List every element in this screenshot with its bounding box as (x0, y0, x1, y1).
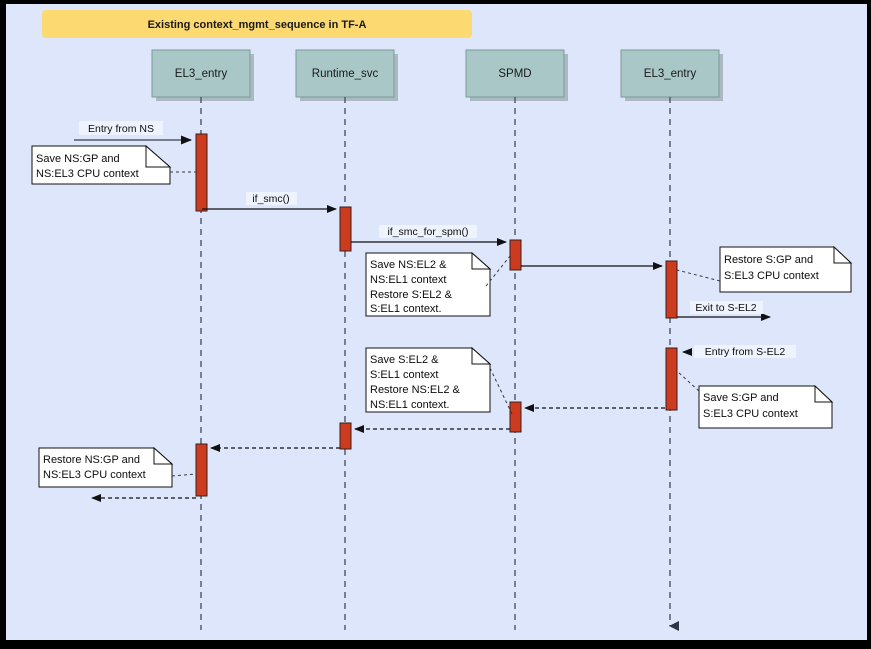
note-line: NS:EL1 context. (370, 399, 450, 411)
activation-el3-right-2 (665, 347, 678, 411)
note-line: Save NS:GP and (36, 153, 120, 165)
note-save-ns-gp: Save NS:GP and NS:EL3 CPU context (31, 144, 196, 185)
message-exit-to-s-el2: Exit to S-EL2 (677, 301, 771, 321)
sequence-diagram-svg: Existing context_mgmt_sequence in TF-A E… (31, 10, 853, 631)
note-fold (833, 245, 853, 264)
note-line: Save NS:EL2 & (370, 259, 447, 271)
note-line: Restore NS:GP and (43, 454, 140, 466)
activation-el3-left-2 (195, 443, 208, 497)
note-anchor-link (489, 367, 513, 415)
message-label: if_smc_for_spm() (387, 226, 468, 238)
note-shape (365, 252, 491, 317)
note-fold (471, 251, 492, 270)
note-restore-ns-gp: Restore NS:GP and NS:EL3 CPU context (38, 446, 197, 488)
note-save-s-el2: Save S:EL2 & S:EL1 context Restore NS:EL… (365, 346, 513, 415)
note-anchor-link (676, 269, 721, 282)
note-line: NS:EL1 context (370, 274, 446, 286)
note-fold (145, 144, 172, 168)
activation-runtime-svc-1 (339, 206, 352, 252)
participant-el3-entry-left[interactable]: EL3_entry (151, 49, 254, 101)
note-line: NS:EL3 CPU context (43, 469, 146, 481)
note-fold (471, 346, 492, 365)
note-save-ns-el2: Save NS:EL2 & NS:EL1 context Restore S:E… (365, 251, 511, 317)
title-banner: Existing context_mgmt_sequence in TF-A (42, 10, 472, 38)
message-label-bg (690, 301, 763, 314)
diagram-canvas: Existing context_mgmt_sequence in TF-A E… (6, 4, 867, 640)
message-entry-from-s-el2: Entry from S-EL2 (682, 345, 796, 358)
activation-el3-left-1 (195, 133, 208, 212)
activation-runtime-svc-2 (339, 422, 352, 450)
note-fold (153, 446, 174, 465)
note-line: Save S:EL2 & (370, 354, 439, 366)
message-label-bg (694, 345, 796, 358)
note-line: Save S:GP and (703, 392, 779, 404)
message-label-bg (379, 225, 477, 238)
participant-runtime-svc[interactable]: Runtime_svc (295, 49, 398, 101)
participant-box[interactable] (465, 49, 565, 98)
participant-box[interactable] (620, 49, 720, 98)
message-if-smc-for-spm: if_smc_for_spm() (351, 225, 507, 246)
title-banner-rect (42, 10, 472, 38)
message-entry-from-ns: Entry from NS (74, 121, 192, 145)
note-line: Restore S:GP and (724, 254, 813, 266)
note-anchor-link (485, 255, 511, 287)
activation-spmd-2 (509, 401, 522, 433)
participant-box[interactable] (295, 49, 395, 98)
participant-label: EL3_entry (644, 68, 697, 80)
note-line: Restore NS:EL2 & (370, 384, 461, 396)
message-label: Entry from S-EL2 (705, 346, 786, 358)
note-line: S:EL1 context. (370, 303, 442, 315)
note-line: Restore S:EL2 & (370, 289, 453, 301)
note-anchor-link (171, 473, 197, 477)
note-anchor-link (677, 371, 700, 392)
note-line: S:EL1 context (370, 369, 439, 381)
note-shape (31, 145, 171, 185)
activation-spmd-1 (509, 239, 522, 271)
note-fold (814, 384, 834, 403)
note-shape (719, 246, 852, 293)
participant-label: Runtime_svc (312, 68, 379, 80)
activation-el3-right-1 (665, 260, 678, 319)
message-if-smc: if_smc() (202, 192, 337, 213)
message-label-bg (79, 121, 163, 135)
note-line: NS:EL3 CPU context (36, 168, 139, 180)
message-label-bg (246, 192, 297, 205)
message-label: Entry from NS (88, 123, 154, 135)
note-restore-s-gp: Restore S:GP and S:EL3 CPU context (676, 245, 853, 293)
note-shape (698, 385, 833, 429)
participant-el3-entry-right[interactable]: EL3_entry (620, 49, 723, 101)
participant-label: EL3_entry (175, 68, 228, 80)
note-shape (365, 347, 491, 413)
note-line: S:EL3 CPU context (724, 270, 819, 282)
participant-spmd[interactable]: SPMD (465, 49, 568, 101)
note-line: S:EL3 CPU context (703, 408, 798, 420)
participant-box[interactable] (151, 49, 251, 98)
message-label: if_smc() (252, 193, 289, 205)
message-label: Exit to S-EL2 (695, 302, 756, 314)
note-save-s-gp: Save S:GP and S:EL3 CPU context (677, 371, 834, 429)
title-banner-label: Existing context_mgmt_sequence in TF-A (148, 19, 367, 31)
participant-label: SPMD (498, 68, 531, 80)
